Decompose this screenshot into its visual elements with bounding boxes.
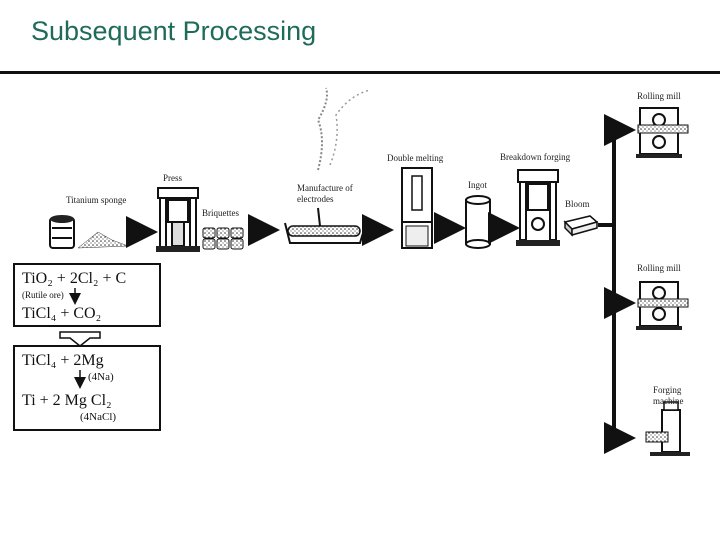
label-ingot: Ingot [468,180,487,190]
rolling-mill-icon [636,107,689,158]
electrode-welding-icon [284,87,371,244]
label-machine: machine [653,396,684,406]
eq1-line2: TiCl₄ + CO₂ [22,305,101,322]
slide-title: Subsequent Processing [31,16,317,46]
forging-machine-icon [645,401,690,456]
label-electrodes: electrodes [297,194,334,204]
label-double-melting: Double melting [387,153,444,163]
sponge-drum-icon [49,215,129,249]
press-icon [156,187,200,252]
eq1-line1: TiO₂ + 2Cl₂ + C [22,270,126,287]
furnace-icon [401,167,433,249]
eq1-note: (Rutile ore) [22,290,64,300]
briquettes-icon [202,227,244,250]
eq2-note2: (4NaCl) [80,411,116,423]
bloom-icon [563,215,599,237]
eq2-line1: TiCl₄ + 2Mg [22,352,104,369]
eq2-note1: (4Na) [88,371,114,383]
label-briquettes: Briquettes [202,208,239,218]
down-arrow-icon [59,331,101,347]
equation-box-1: TiO₂ + 2Cl₂ + C (Rutile ore) TiCl₄ + CO₂ [13,263,161,327]
label-rolling-mill-1: Rolling mill [637,91,681,101]
label-bloom: Bloom [565,199,590,209]
label-titanium-sponge: Titanium sponge [66,195,126,205]
eq2-line2: Ti + 2 Mg Cl₂ [22,392,112,409]
title-divider [0,71,720,74]
label-forging: Forging [653,385,682,395]
forging-press-icon [516,169,560,246]
ingot-icon [465,195,491,249]
label-press: Press [163,173,182,183]
equation-box-2: TiCl₄ + 2Mg (4Na) Ti + 2 Mg Cl₂ (4NaCl) [13,345,161,431]
rolling-mill-icon [636,281,689,330]
label-breakdown-forging: Breakdown forging [500,152,571,162]
label-rolling-mill-2: Rolling mill [637,263,681,273]
label-manufacture: Manufacture of [297,183,353,193]
